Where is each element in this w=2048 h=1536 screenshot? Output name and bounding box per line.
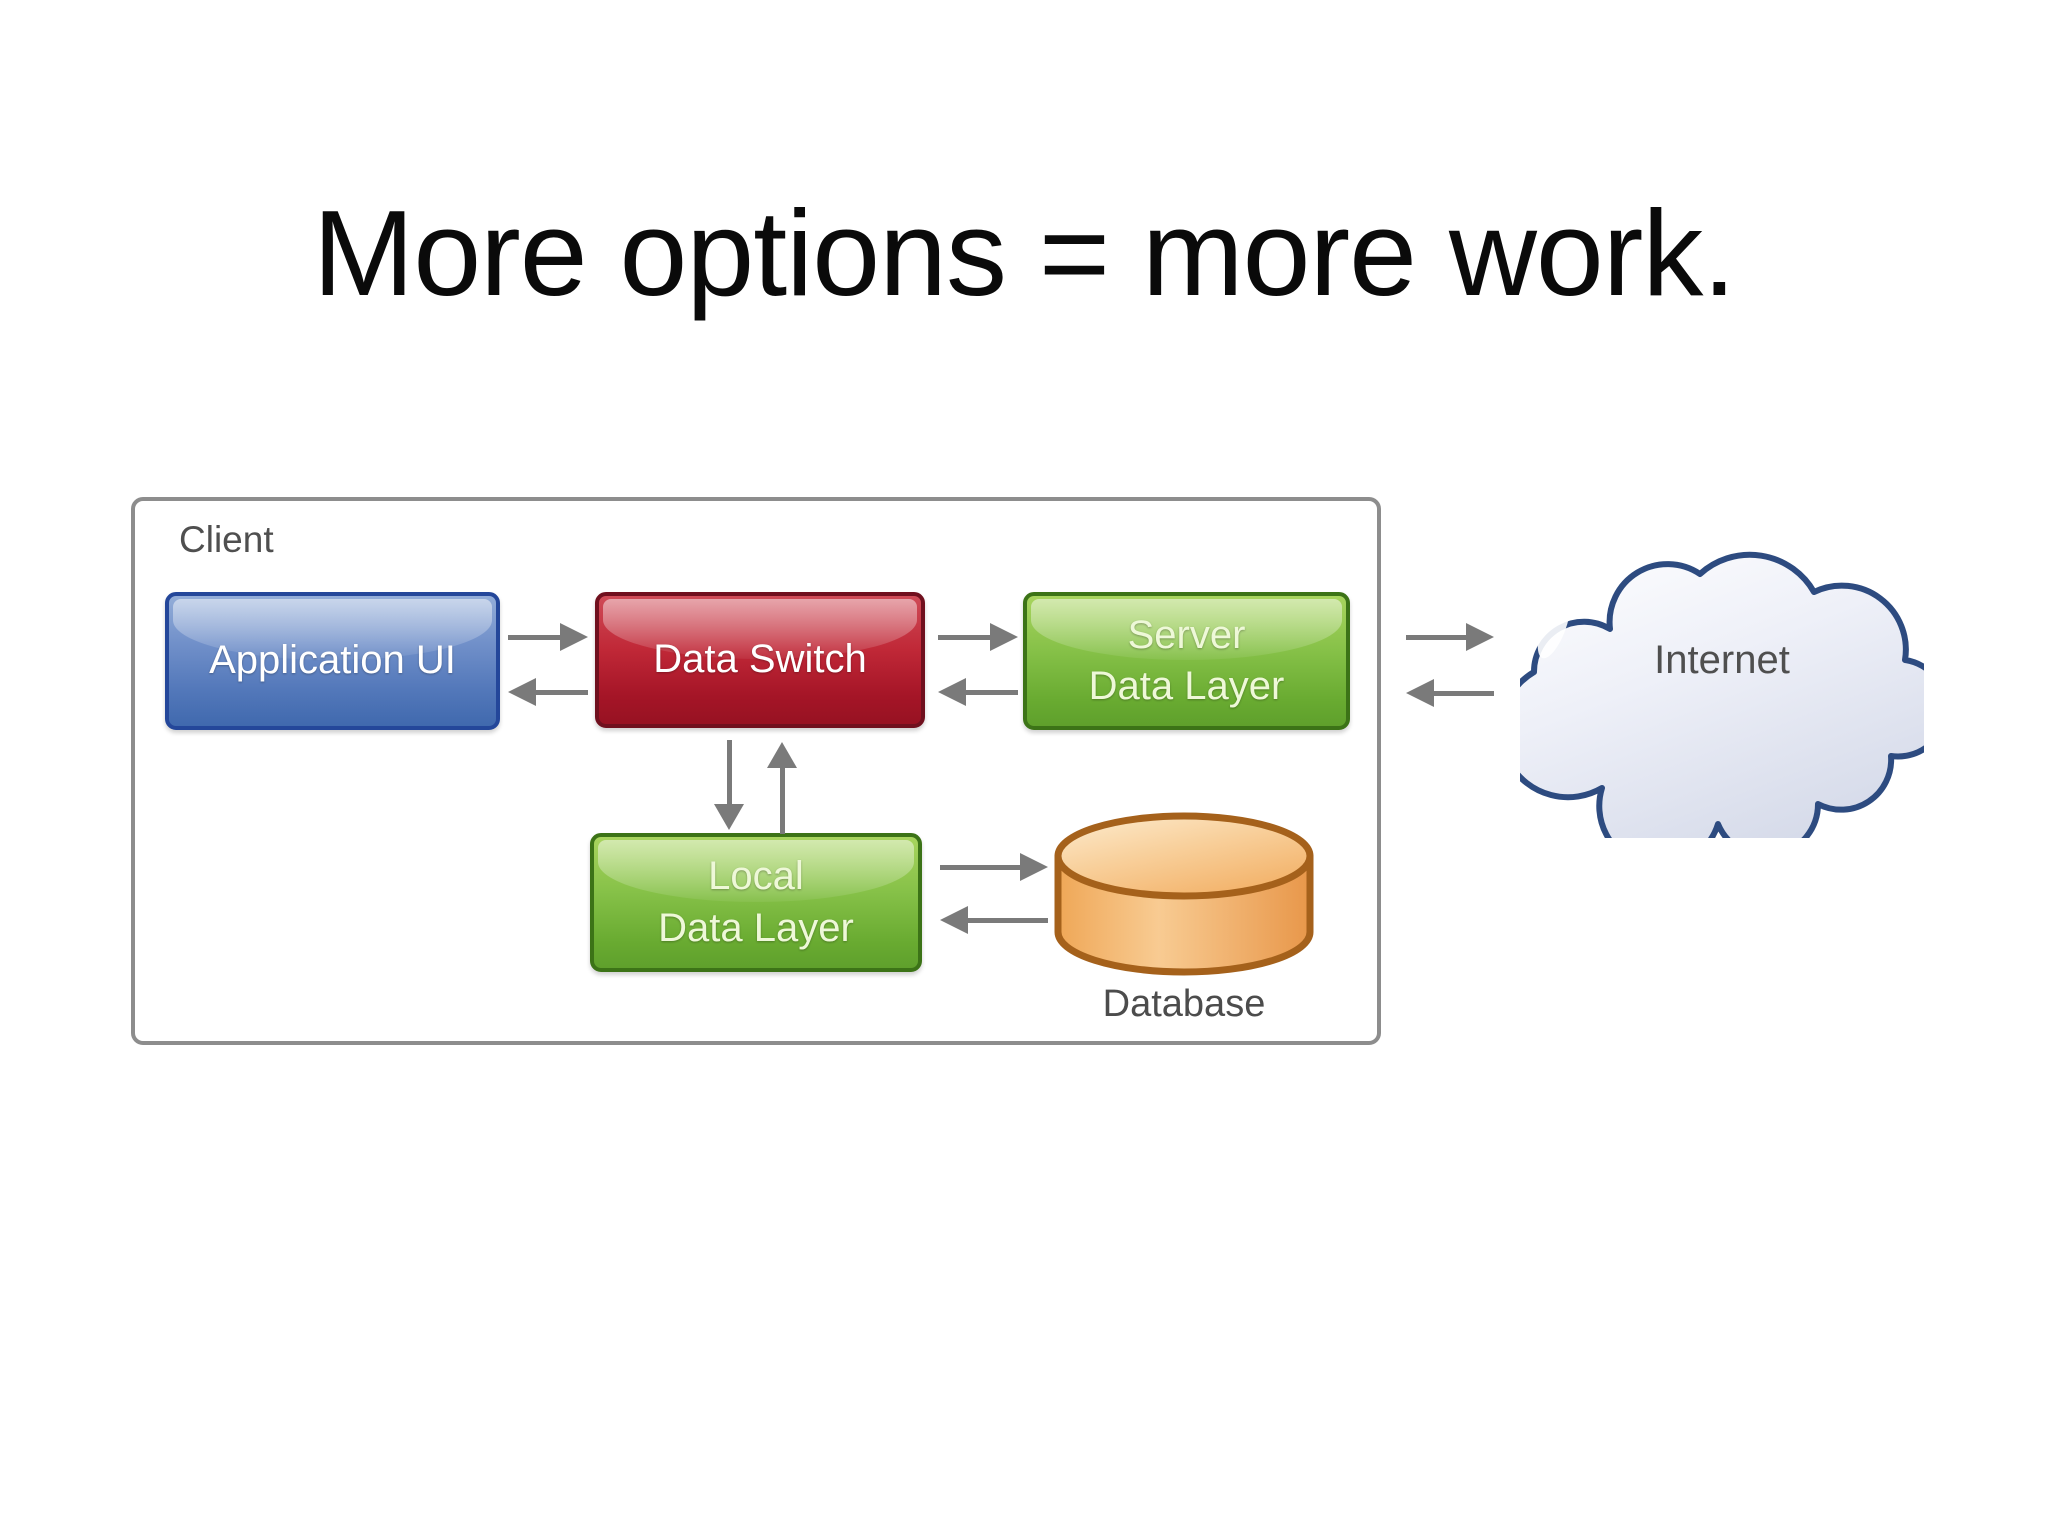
node-data-switch-label: Data Switch xyxy=(653,637,867,682)
arrow-head-icon xyxy=(1020,853,1048,881)
arrow-up-icon xyxy=(767,742,797,834)
database-node xyxy=(1051,810,1317,980)
cloud-highlight xyxy=(1537,593,1571,659)
cloud-outline xyxy=(1497,551,1950,870)
arrow-right-icon xyxy=(1406,623,1494,651)
arrow-line xyxy=(940,865,1026,870)
node-server-data-layer-label: Server Data Layer xyxy=(1088,612,1285,708)
arrow-head-icon xyxy=(714,804,744,830)
node-data-switch: Data Switch xyxy=(595,592,925,728)
arrow-head-icon xyxy=(940,906,968,934)
arrow-line xyxy=(508,635,566,640)
arrow-head-icon xyxy=(990,623,1018,651)
arrow-right-icon xyxy=(940,853,1048,881)
arrow-line xyxy=(727,740,732,808)
page-title: More options = more work. xyxy=(312,185,1737,321)
database-label: Database xyxy=(1102,983,1266,1025)
node-server-data-layer: Server Data Layer xyxy=(1023,592,1350,730)
arrow-left-icon xyxy=(508,678,588,706)
arrow-head-icon xyxy=(1406,679,1434,707)
arrow-line xyxy=(780,764,785,834)
arrow-head-icon xyxy=(938,678,966,706)
node-local-data-layer: Local Data Layer xyxy=(590,833,922,972)
arrow-head-icon xyxy=(767,742,797,768)
arrow-right-icon xyxy=(938,623,1018,651)
arrow-line xyxy=(530,690,588,695)
arrow-right-icon xyxy=(508,623,588,651)
node-application-ui: Application UI xyxy=(165,592,500,730)
node-local-data-layer-label: Local Data Layer xyxy=(658,854,854,950)
database-top xyxy=(1054,812,1314,900)
arrow-line xyxy=(960,690,1018,695)
arrow-head-icon xyxy=(1466,623,1494,651)
arrow-left-icon xyxy=(940,906,1048,934)
arrow-left-icon xyxy=(938,678,1018,706)
database-cylinder-icon xyxy=(1054,812,1314,976)
arrow-down-icon xyxy=(714,740,744,830)
internet-node: Internet xyxy=(1497,478,1950,870)
arrow-head-icon xyxy=(508,678,536,706)
arrow-line xyxy=(938,635,996,640)
client-group-label: Client xyxy=(179,519,274,560)
arrow-line xyxy=(1428,691,1494,696)
internet-label: Internet xyxy=(1654,638,1790,682)
arrow-head-icon xyxy=(560,623,588,651)
internet-cloud-icon xyxy=(1497,551,1950,870)
arrow-line xyxy=(962,918,1048,923)
node-application-ui-label: Application UI xyxy=(209,638,456,683)
arrow-line xyxy=(1406,635,1472,640)
arrow-left-icon xyxy=(1406,679,1494,707)
